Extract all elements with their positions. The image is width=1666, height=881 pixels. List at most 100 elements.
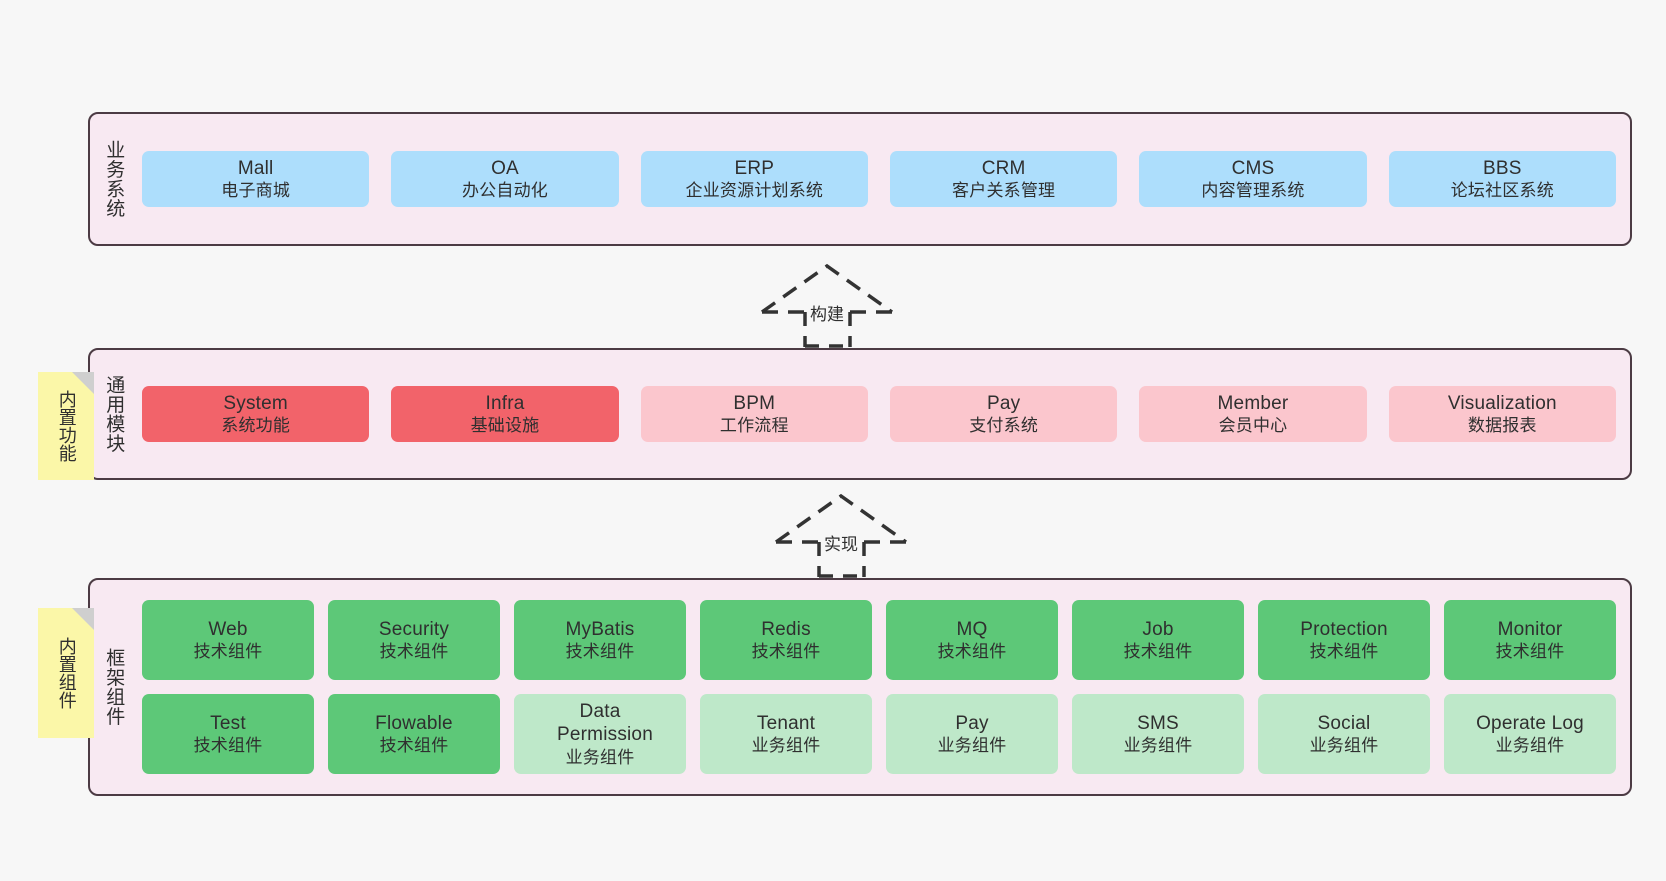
card-desc: 业务组件	[565, 748, 635, 768]
card-mall[interactable]: Mall 电子商城	[142, 150, 370, 208]
card-name: Web	[208, 618, 248, 640]
card-desc: 工作流程	[719, 416, 789, 436]
card-oa[interactable]: OA 办公自动化	[391, 150, 619, 208]
layer-body-common-module: System 系统功能 Infra 基础设施 BPM 工作流程 Pay 支付系统…	[136, 350, 1630, 478]
sticky-note-label: 内置组件	[56, 637, 77, 709]
card-name: Job	[1142, 618, 1174, 640]
card-desc: 技术组件	[1123, 642, 1193, 662]
card-tenant[interactable]: Tenant 业务组件	[700, 694, 872, 774]
card-desc: 论坛社区系统	[1450, 181, 1554, 201]
sticky-note-builtin-component: 内置组件	[38, 608, 94, 738]
card-test[interactable]: Test 技术组件	[142, 694, 314, 774]
dashed-arrow-icon	[774, 493, 908, 578]
card-name: Visualization	[1447, 392, 1557, 414]
card-row: Mall 电子商城 OA 办公自动化 ERP 企业资源计划系统 CRM 客户关系…	[142, 150, 1616, 208]
layer-body-business-system: Mall 电子商城 OA 办公自动化 ERP 企业资源计划系统 CRM 客户关系…	[136, 114, 1630, 244]
card-monitor[interactable]: Monitor 技术组件	[1444, 600, 1616, 680]
card-desc: 技术组件	[1309, 642, 1379, 662]
generalization-arrow-build: 构建	[758, 262, 896, 348]
card-desc: 企业资源计划系统	[685, 181, 824, 201]
layer-title-framework-component: 框架组件	[103, 648, 125, 726]
card-desc: 技术组件	[379, 736, 449, 756]
card-desc: 技术组件	[565, 642, 635, 662]
card-erp[interactable]: ERP 企业资源计划系统	[640, 150, 868, 208]
layer-band-common-module: 通用模块 System 系统功能 Infra 基础设施 BPM 工作流程 Pay…	[88, 348, 1632, 480]
card-name: Tenant	[756, 712, 816, 734]
layer-title-common-module: 通用模块	[103, 375, 125, 453]
card-row: Test 技术组件 Flowable 技术组件 Data Permission …	[142, 694, 1616, 774]
card-mq[interactable]: MQ 技术组件	[886, 600, 1058, 680]
card-desc: 业务组件	[1123, 736, 1193, 756]
card-desc: 业务组件	[1495, 736, 1565, 756]
dashed-arrow-icon	[760, 263, 894, 348]
card-desc: 数据报表	[1467, 416, 1537, 436]
card-name: Mall	[237, 157, 274, 179]
card-protection[interactable]: Protection 技术组件	[1258, 600, 1430, 680]
card-name: Data Permission	[557, 700, 653, 746]
layer-band-framework-component: 框架组件 Web 技术组件 Security 技术组件 MyBatis 技术组件…	[88, 578, 1632, 796]
arrow-label-implement: 实现	[821, 530, 861, 555]
card-name: System	[223, 392, 288, 414]
arrow-label-build: 构建	[807, 300, 847, 325]
card-redis[interactable]: Redis 技术组件	[700, 600, 872, 680]
card-sms[interactable]: SMS 业务组件	[1072, 694, 1244, 774]
card-desc: 会员中心	[1218, 416, 1288, 436]
card-web[interactable]: Web 技术组件	[142, 600, 314, 680]
card-name: BBS	[1482, 157, 1522, 179]
card-system[interactable]: System 系统功能	[142, 385, 370, 443]
card-desc: 客户关系管理	[952, 181, 1056, 201]
card-name: MyBatis	[565, 618, 635, 640]
card-name: Social	[1317, 712, 1371, 734]
card-name: Test	[210, 712, 246, 734]
card-pay[interactable]: Pay 支付系统	[889, 385, 1118, 443]
card-desc: 电子商城	[221, 181, 291, 201]
card-name: Infra	[485, 392, 525, 414]
card-data-permission[interactable]: Data Permission 业务组件	[514, 694, 686, 774]
card-desc: 基础设施	[470, 416, 540, 436]
card-desc: 内容管理系统	[1201, 181, 1305, 201]
card-desc: 技术组件	[937, 642, 1007, 662]
card-name: CMS	[1231, 157, 1275, 179]
card-mybatis[interactable]: MyBatis 技术组件	[514, 600, 686, 680]
card-bbs[interactable]: BBS 论坛社区系统	[1388, 150, 1616, 208]
card-name: Monitor	[1497, 618, 1563, 640]
card-name: Security	[378, 618, 450, 640]
card-visualization[interactable]: Visualization 数据报表	[1388, 385, 1616, 443]
sticky-note-builtin-function: 内置功能	[38, 372, 94, 480]
card-flowable[interactable]: Flowable 技术组件	[328, 694, 500, 774]
card-name: Operate Log	[1476, 712, 1584, 734]
card-row: System 系统功能 Infra 基础设施 BPM 工作流程 Pay 支付系统…	[142, 385, 1616, 443]
layer-title-business-system: 业务系统	[103, 140, 125, 218]
card-pay-business[interactable]: Pay 业务组件	[886, 694, 1058, 774]
card-desc: 技术组件	[1495, 642, 1565, 662]
card-security[interactable]: Security 技术组件	[328, 600, 500, 680]
card-social[interactable]: Social 业务组件	[1258, 694, 1430, 774]
card-name: MQ	[956, 618, 988, 640]
card-desc: 支付系统	[969, 416, 1039, 436]
card-name: CRM	[981, 157, 1026, 179]
sticky-note-label: 内置功能	[56, 390, 77, 462]
card-bpm[interactable]: BPM 工作流程	[640, 385, 868, 443]
layer-band-business-system: 业务系统 Mall 电子商城 OA 办公自动化 ERP 企业资源计划系统 CRM…	[88, 112, 1632, 246]
card-desc: 技术组件	[751, 642, 821, 662]
card-name: BPM	[733, 392, 776, 414]
card-name: Flowable	[375, 712, 453, 734]
card-desc: 系统功能	[221, 416, 291, 436]
card-cms[interactable]: CMS 内容管理系统	[1139, 150, 1367, 208]
card-name: Redis	[761, 618, 811, 640]
card-desc: 技术组件	[379, 642, 449, 662]
card-name: ERP	[734, 157, 775, 179]
card-infra[interactable]: Infra 基础设施	[391, 385, 619, 443]
card-operate-log[interactable]: Operate Log 业务组件	[1444, 694, 1616, 774]
generalization-arrow-implement: 实现	[772, 492, 910, 578]
card-name: Pay	[986, 392, 1021, 414]
card-name: OA	[491, 157, 519, 179]
card-desc: 技术组件	[193, 736, 263, 756]
card-job[interactable]: Job 技术组件	[1072, 600, 1244, 680]
card-crm[interactable]: CRM 客户关系管理	[889, 150, 1118, 208]
card-member[interactable]: Member 会员中心	[1139, 385, 1367, 443]
card-name: SMS	[1137, 712, 1179, 734]
card-desc: 技术组件	[193, 642, 263, 662]
card-name: Member	[1217, 392, 1289, 414]
